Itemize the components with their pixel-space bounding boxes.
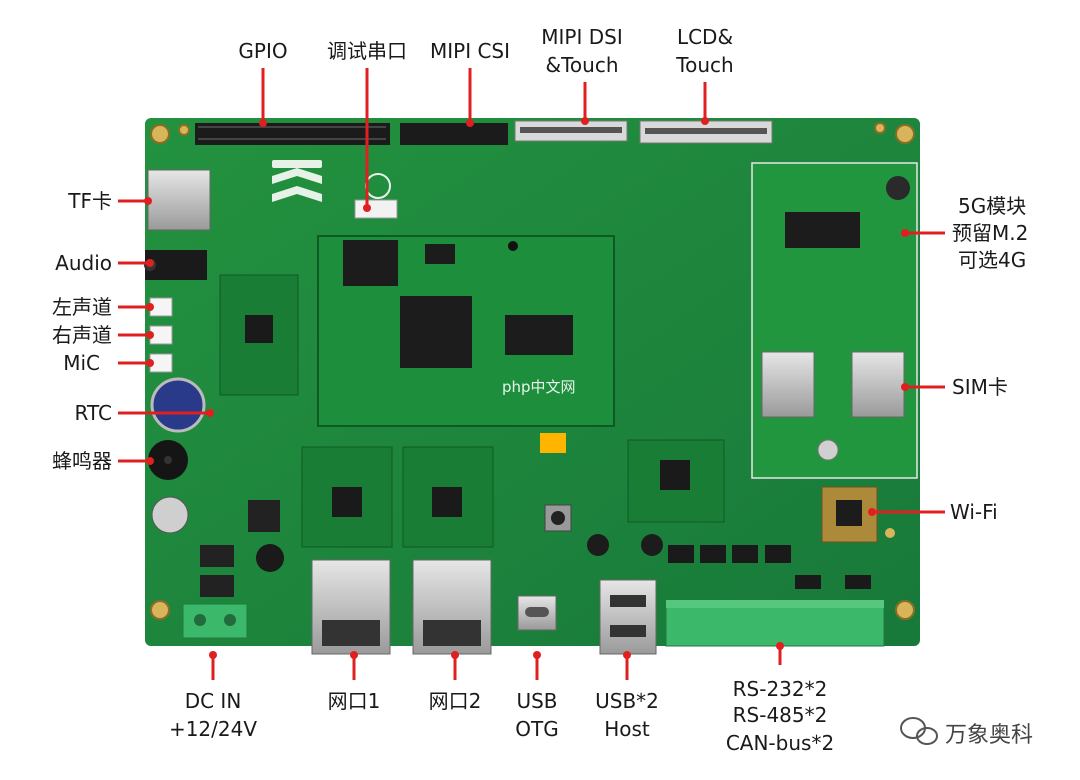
mipi-csi-header <box>400 123 508 145</box>
label-dc-in-line2: +12/24V <box>169 717 257 741</box>
label-5g-line2: 预留M.2 <box>952 221 1028 245</box>
label-gpio: GPIO <box>238 39 287 63</box>
sim-slot-2 <box>851 351 905 418</box>
label-sim: SIM卡 <box>952 375 1008 399</box>
label-mipi-dsi-line2: &Touch <box>546 53 619 77</box>
usb-host-port <box>599 579 657 655</box>
brand-logo-icon <box>272 160 322 202</box>
sim-slot-1 <box>761 351 815 418</box>
label-tf: TF卡 <box>67 189 112 213</box>
leader-lines <box>118 68 945 680</box>
label-wifi: Wi-Fi <box>950 500 998 524</box>
label-usb-host-line2: Host <box>604 717 650 741</box>
label-debug-uart: 调试串口 <box>327 39 407 63</box>
label-usb-otg-line1: USB <box>516 689 557 713</box>
label-usb-otg-line2: OTG <box>515 717 558 741</box>
label-audio: Audio <box>55 251 112 275</box>
label-eth1: 网口1 <box>328 689 381 713</box>
label-5g-line3: 可选4G <box>958 248 1026 272</box>
brand-watermark: 万象奥科 <box>945 723 1033 748</box>
label-lcd-line2: Touch <box>675 53 733 77</box>
label-usb-host-line1: USB*2 <box>595 689 659 713</box>
wechat-icon <box>900 717 938 745</box>
label-left-channel: 左声道 <box>52 295 112 319</box>
label-mipi-csi: MIPI CSI <box>430 39 510 63</box>
mounting-holes <box>150 122 915 620</box>
label-right-channel: 右声道 <box>52 323 112 347</box>
m2-slot <box>785 212 860 248</box>
soc-chip <box>400 296 472 368</box>
label-serial-line2: RS-485*2 <box>733 703 828 727</box>
label-mipi-dsi-line1: MIPI DSI <box>541 25 622 49</box>
leader-dots <box>144 117 909 659</box>
label-rtc: RTC <box>75 401 112 425</box>
label-mic: MiC <box>63 351 100 375</box>
label-serial-line3: CAN-bus*2 <box>726 731 834 755</box>
center-watermark: php中文网 <box>502 378 576 396</box>
label-eth2: 网口2 <box>429 689 482 713</box>
rtc-battery <box>150 377 206 433</box>
label-5g-line1: 5G模块 <box>958 194 1026 218</box>
debug-uart-connector <box>354 199 398 219</box>
dc-in-terminal <box>182 603 248 639</box>
label-serial-line1: RS-232*2 <box>733 677 828 701</box>
m2-module-area <box>751 162 918 479</box>
tf-card-slot <box>147 169 211 231</box>
label-dc-in-line1: DC IN <box>185 689 242 713</box>
label-lcd-line1: LCD& <box>677 25 733 49</box>
label-buzzer: 蜂鸣器 <box>52 449 112 473</box>
